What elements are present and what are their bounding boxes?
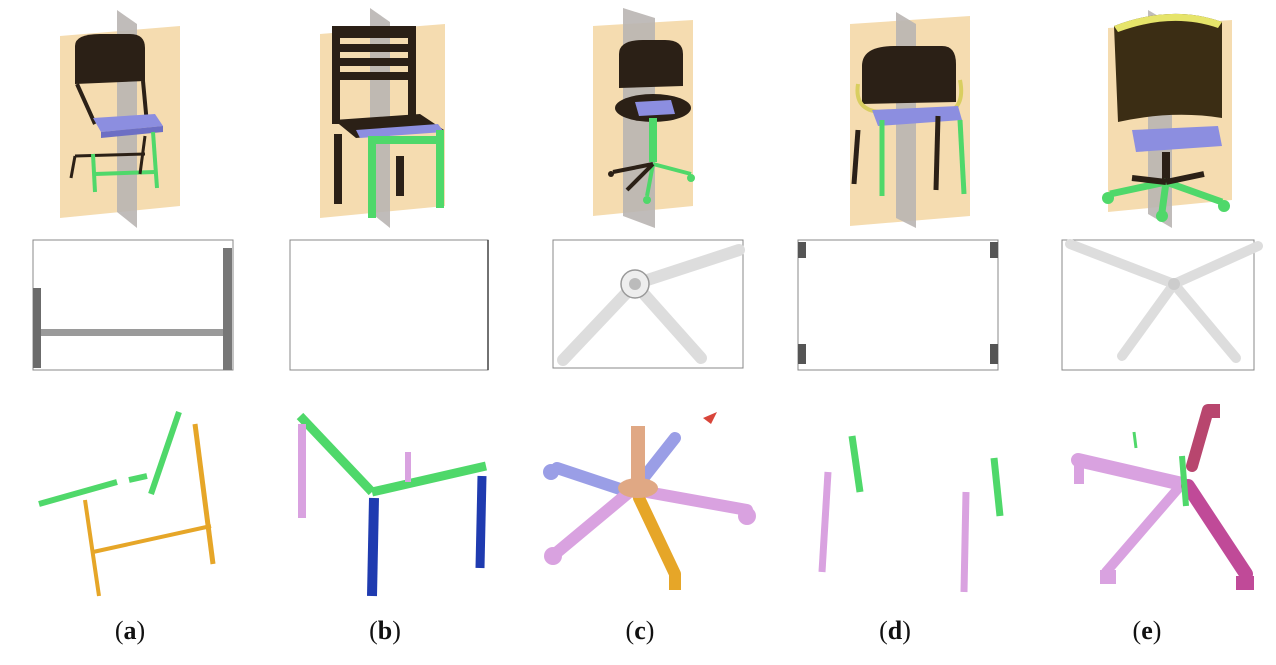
column-d: (d)	[770, 0, 1020, 665]
caption-a: (a)	[114, 616, 146, 645]
segmented-base-e	[1022, 396, 1272, 606]
caption-c: (c)	[625, 616, 655, 645]
chair-e-with-symmetry-planes	[1022, 6, 1272, 228]
slice-plot-c	[515, 232, 765, 390]
slice-plot-b	[260, 232, 510, 390]
segmented-legs-d	[770, 396, 1020, 606]
slice-plot-d	[770, 232, 1020, 390]
chair-d-with-symmetry-planes	[770, 6, 1020, 228]
chair-b-with-symmetry-planes	[260, 6, 510, 228]
caption-d: (d)	[879, 616, 911, 645]
segmented-legs-b	[260, 396, 510, 606]
chair-c-with-symmetry-planes	[515, 6, 765, 228]
segmented-legs-a	[5, 396, 255, 606]
slice-plot-a	[5, 232, 255, 390]
column-b: (b)	[260, 0, 510, 665]
column-c: (c)	[515, 0, 765, 665]
segmented-base-c	[515, 396, 765, 606]
chair-a-with-symmetry-planes	[5, 6, 255, 228]
caption-e: (e)	[1132, 616, 1162, 645]
column-e: (e)	[1022, 0, 1272, 665]
column-a: (a)	[5, 0, 255, 665]
slice-plot-e	[1022, 232, 1272, 390]
caption-b: (b)	[369, 616, 401, 645]
